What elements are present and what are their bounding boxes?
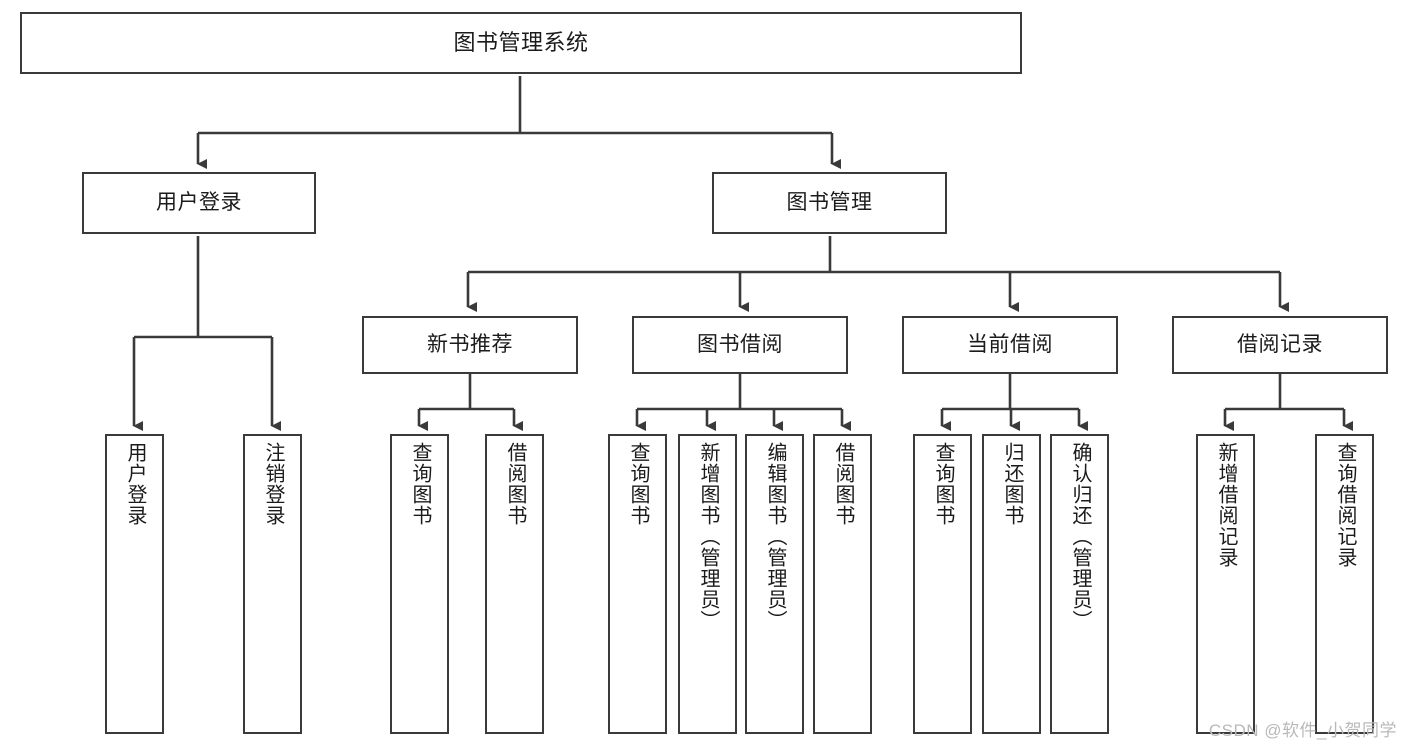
leaf-borrow-record-query[interactable]: 查询借阅记录 xyxy=(1315,434,1374,734)
node-new-book-recommend[interactable]: 新书推荐 xyxy=(362,316,578,374)
node-current-borrow-label: 当前借阅 xyxy=(967,332,1053,356)
leaf-new-book-borrow-label: 借阅图书 xyxy=(504,442,526,526)
leaf-user-login-login-label: 用户登录 xyxy=(124,442,146,526)
leaf-book-borrow-add-label: 新增图书（管理员） xyxy=(697,442,719,631)
leaf-book-borrow-query[interactable]: 查询图书 xyxy=(608,434,667,734)
leaf-new-book-query[interactable]: 查询图书 xyxy=(390,434,449,734)
leaf-borrow-record-add-label: 新增借阅记录 xyxy=(1215,442,1237,568)
leaf-current-borrow-query[interactable]: 查询图书 xyxy=(913,434,972,734)
node-new-book-recommend-label: 新书推荐 xyxy=(427,332,513,356)
node-book-management-label: 图书管理 xyxy=(786,190,873,214)
leaf-book-borrow-borrow[interactable]: 借阅图书 xyxy=(813,434,872,734)
node-root[interactable]: 图书管理系统 xyxy=(20,12,1022,74)
node-book-borrow[interactable]: 图书借阅 xyxy=(632,316,848,374)
leaf-book-borrow-query-label: 查询图书 xyxy=(627,442,649,526)
leaf-book-borrow-borrow-label: 借阅图书 xyxy=(832,442,854,526)
leaf-book-borrow-edit-label: 编辑图书（管理员） xyxy=(764,442,786,631)
leaf-user-login-logout[interactable]: 注销登录 xyxy=(243,434,302,734)
leaf-current-borrow-confirm-label: 确认归还（管理员） xyxy=(1069,442,1091,631)
leaf-current-borrow-query-label: 查询图书 xyxy=(932,442,954,526)
node-borrow-record-label: 借阅记录 xyxy=(1237,332,1323,356)
leaf-borrow-record-query-label: 查询借阅记录 xyxy=(1334,442,1356,568)
node-user-login[interactable]: 用户登录 xyxy=(82,172,316,234)
node-borrow-record[interactable]: 借阅记录 xyxy=(1172,316,1388,374)
node-user-login-label: 用户登录 xyxy=(156,190,242,214)
node-book-management[interactable]: 图书管理 xyxy=(712,172,947,234)
node-root-label: 图书管理系统 xyxy=(453,30,589,56)
watermark: CSDN @软件_小贺同学 xyxy=(1208,721,1397,740)
leaf-new-book-query-label: 查询图书 xyxy=(409,442,431,526)
leaf-current-borrow-return[interactable]: 归还图书 xyxy=(982,434,1041,734)
leaf-current-borrow-return-label: 归还图书 xyxy=(1001,442,1023,526)
leaf-current-borrow-confirm[interactable]: 确认归还（管理员） xyxy=(1050,434,1109,734)
node-book-borrow-label: 图书借阅 xyxy=(697,332,783,356)
leaf-user-login-logout-label: 注销登录 xyxy=(262,442,284,526)
leaf-borrow-record-add[interactable]: 新增借阅记录 xyxy=(1196,434,1255,734)
leaf-book-borrow-add[interactable]: 新增图书（管理员） xyxy=(678,434,737,734)
leaf-user-login-login[interactable]: 用户登录 xyxy=(105,434,164,734)
leaf-book-borrow-edit[interactable]: 编辑图书（管理员） xyxy=(745,434,804,734)
node-current-borrow[interactable]: 当前借阅 xyxy=(902,316,1118,374)
leaf-new-book-borrow[interactable]: 借阅图书 xyxy=(485,434,544,734)
